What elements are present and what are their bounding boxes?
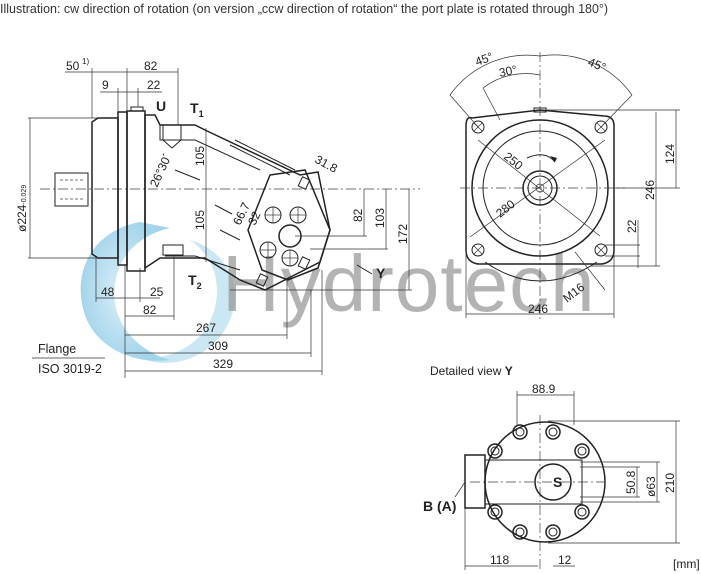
dim-246-horizontal: 246 bbox=[528, 302, 548, 316]
flange-standard: ISO 3019-2 bbox=[38, 362, 102, 376]
dim-32: 32 bbox=[245, 209, 264, 227]
dim-103: 103 bbox=[373, 208, 387, 228]
dim-250: 250 bbox=[501, 149, 526, 173]
front-view: 45° 45° 30° 250 280 124 246 22 M16 246 bbox=[449, 49, 680, 320]
dim-309: 309 bbox=[208, 339, 228, 353]
dim-329: 329 bbox=[213, 357, 233, 371]
dim-105-lower: 105 bbox=[193, 210, 207, 230]
dim-50-8: 50.8 bbox=[624, 470, 638, 494]
dim-172: 172 bbox=[396, 224, 410, 244]
detail-view: Detailed view Y bbox=[423, 364, 700, 571]
caption: Illustration: cw direction of rotation (… bbox=[0, 2, 609, 16]
angle-45-left: 45° bbox=[473, 49, 495, 68]
dim-25: 25 bbox=[150, 285, 164, 299]
angle-45-right: 45° bbox=[586, 55, 608, 75]
dim-m16: M16 bbox=[560, 280, 587, 306]
dim-angle: 26°30´ bbox=[147, 151, 175, 189]
dim-82-top: 82 bbox=[144, 59, 158, 73]
dim-246-vertical: 246 bbox=[643, 180, 657, 200]
dim-210: 210 bbox=[663, 473, 677, 493]
port-s-label: S bbox=[553, 474, 562, 490]
dim-82-right: 82 bbox=[351, 208, 365, 222]
dim-48: 48 bbox=[101, 285, 115, 299]
dim-12: 12 bbox=[558, 553, 572, 567]
dim-88-9: 88.9 bbox=[532, 382, 556, 396]
dim-22-front: 22 bbox=[625, 219, 639, 233]
port-t2-label: T2 bbox=[188, 272, 202, 291]
view-marker-y: Y bbox=[376, 265, 386, 281]
watermark-text: Hydrotech bbox=[222, 239, 596, 328]
dim-50: 50 bbox=[66, 59, 80, 73]
port-u-label: U bbox=[156, 98, 166, 114]
detail-view-title: Detailed view Y bbox=[430, 364, 513, 378]
dim-267: 267 bbox=[196, 321, 216, 335]
dim-280: 280 bbox=[493, 197, 518, 221]
dim-9: 9 bbox=[102, 78, 109, 92]
dim-50-note: 1) bbox=[82, 57, 89, 66]
dim-82-bottom: 82 bbox=[143, 303, 157, 317]
port-b-label: B (A) bbox=[423, 498, 456, 514]
dim-22: 22 bbox=[147, 78, 161, 92]
angle-30: 30° bbox=[498, 62, 519, 80]
view-arrow-icon bbox=[356, 264, 373, 275]
side-view: 50 1) 82 9 22 U T1 26°30´ 105 105 31.8 6… bbox=[15, 57, 420, 378]
dim-118: 118 bbox=[490, 553, 509, 567]
dim-63: ø63 bbox=[644, 476, 658, 497]
detail-bolts bbox=[487, 424, 590, 540]
rotation-arrow-icon bbox=[526, 154, 556, 163]
port-t1-label: T1 bbox=[190, 100, 204, 119]
flange-label: Flange bbox=[38, 342, 77, 356]
unit-label: [mm] bbox=[673, 557, 700, 571]
dim-105-upper: 105 bbox=[193, 146, 207, 166]
dim-124: 124 bbox=[663, 144, 677, 164]
dim-diameter: ø224-0.029 bbox=[15, 185, 29, 232]
